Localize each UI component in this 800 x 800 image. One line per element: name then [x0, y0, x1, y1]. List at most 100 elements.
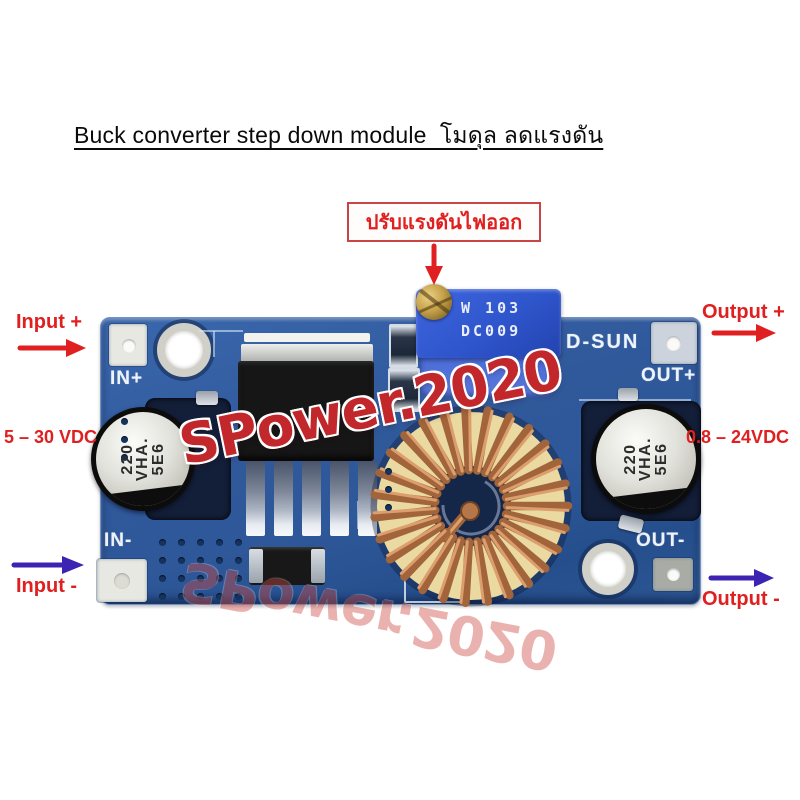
silkscreen-out-plus: OUT+: [641, 365, 697, 386]
input-plus-label: Input +: [16, 311, 83, 333]
regulator-leg: [246, 461, 265, 536]
via-hole: [197, 593, 204, 600]
toroid-winding: [370, 505, 440, 522]
capacitor-value: 220: [622, 443, 640, 475]
trimpot-flap: [421, 357, 554, 397]
toroid-winding: [474, 540, 485, 604]
page-title: Buck converter step down module โมดุล ลด…: [74, 122, 604, 148]
smd-component: [389, 324, 418, 368]
toroid-winding: [489, 534, 527, 588]
smd-component: [388, 368, 420, 412]
via-hole: [159, 557, 166, 564]
via-hole: [197, 557, 204, 564]
via-hole: [197, 539, 204, 546]
toroid-winding: [481, 412, 514, 478]
toroid-winding: [498, 517, 562, 554]
via-hole: [216, 575, 223, 582]
via-hole: [178, 557, 185, 564]
regulator-leg: [330, 461, 349, 536]
out-plus-pad: [651, 322, 697, 364]
toroid-winding: [386, 522, 442, 558]
toroid-winding: [437, 538, 461, 600]
capacitor-right-marking: 220 VHA. 5E6: [591, 404, 701, 514]
capacitor-right-top: [596, 409, 696, 509]
via-hole: [159, 593, 166, 600]
in-minus-pad-hole: [114, 573, 130, 589]
trimpot-marking-2: DC009: [461, 322, 522, 340]
via-hole: [121, 418, 128, 425]
toroid-winding: [372, 507, 437, 515]
input-plus-arrow-head: [66, 339, 86, 357]
adjust-voltage-callout: ปรับแรงดันไฟออก: [347, 202, 541, 242]
toroid-winding: [438, 408, 465, 476]
toroid-winding: [501, 510, 570, 533]
capacitor-left: 220 VHA. 5E6: [91, 407, 195, 511]
toroid-winding: [417, 534, 454, 590]
toroid-winding: [390, 447, 444, 487]
toroid-winding: [477, 409, 494, 473]
via-hole: [178, 575, 185, 582]
silkscreen-brand: D-SUN: [566, 331, 640, 353]
capacitor-value: 220: [119, 443, 137, 475]
output-plus-arrow-head: [756, 324, 776, 342]
via-hole: [216, 557, 223, 564]
via-hole: [178, 539, 185, 546]
adjust-arrow-down-head: [425, 266, 443, 285]
via-hole: [235, 557, 242, 564]
out-minus-pad-hole: [667, 568, 680, 581]
via-hole: [216, 593, 223, 600]
via-hole: [216, 539, 223, 546]
toroid-winding: [418, 417, 458, 480]
in-minus-pad: [97, 559, 147, 602]
toroid-winding: [473, 537, 493, 606]
toroid-winding: [488, 423, 534, 482]
via-hole: [235, 593, 242, 600]
toroid-winding: [418, 532, 458, 595]
toroid-winding: [376, 515, 439, 537]
capacitor-series: VHA.: [134, 436, 152, 482]
via-hole: [235, 575, 242, 582]
toroid-winding: [504, 514, 566, 535]
toroid-winding: [459, 540, 469, 604]
toroid-winding: [438, 536, 465, 604]
via-hole: [178, 593, 185, 600]
toroid-winding: [498, 458, 562, 495]
silkscreen-trace: [213, 331, 215, 357]
out-minus-pad: [653, 558, 693, 591]
toroid-winding: [492, 429, 534, 480]
regulator-solder-strip: [244, 333, 370, 342]
mounting-hole-bottom-right: [582, 543, 634, 595]
toroid-winding: [375, 514, 442, 544]
toroid-winding: [504, 486, 568, 501]
output-plus-label: Output +: [702, 301, 785, 323]
via-hole: [121, 436, 128, 443]
toroid-wire-end: [460, 501, 480, 521]
solder-nub: [618, 388, 638, 401]
toroid-winding: [496, 528, 544, 574]
capacitor-left-top: [96, 412, 190, 506]
capacitor-code: 5E6: [652, 442, 670, 476]
toroid-winding: [424, 418, 456, 476]
toroid-winding: [502, 464, 562, 493]
silkscreen-in-plus: IN+: [110, 368, 144, 389]
toroid-winding: [494, 524, 550, 573]
toroid-winding: [494, 439, 550, 488]
silkscreen-in-minus: IN-: [104, 530, 133, 551]
toroid-winding: [468, 407, 472, 472]
regulator-leg: [274, 461, 293, 536]
smd-diode: [249, 547, 325, 585]
toroid-winding: [461, 404, 474, 475]
toroid-inductor: [370, 404, 573, 608]
toroid-winding: [445, 410, 464, 473]
toroid-winding: [501, 479, 570, 502]
pcb-board: IN+ IN- D-SUN OUT+ OUT- W 103 DC009: [91, 284, 701, 608]
capacitor-code: 5E6: [149, 442, 167, 476]
toroid-winding: [375, 468, 442, 498]
regulator-legs: [246, 461, 377, 536]
output-minus-label: Output -: [702, 588, 780, 610]
toroid-winding: [385, 448, 446, 491]
adjust-voltage-label: ปรับแรงดันไฟออก: [365, 212, 523, 234]
in-plus-pad: [109, 324, 147, 366]
toroid-winding: [485, 417, 515, 476]
